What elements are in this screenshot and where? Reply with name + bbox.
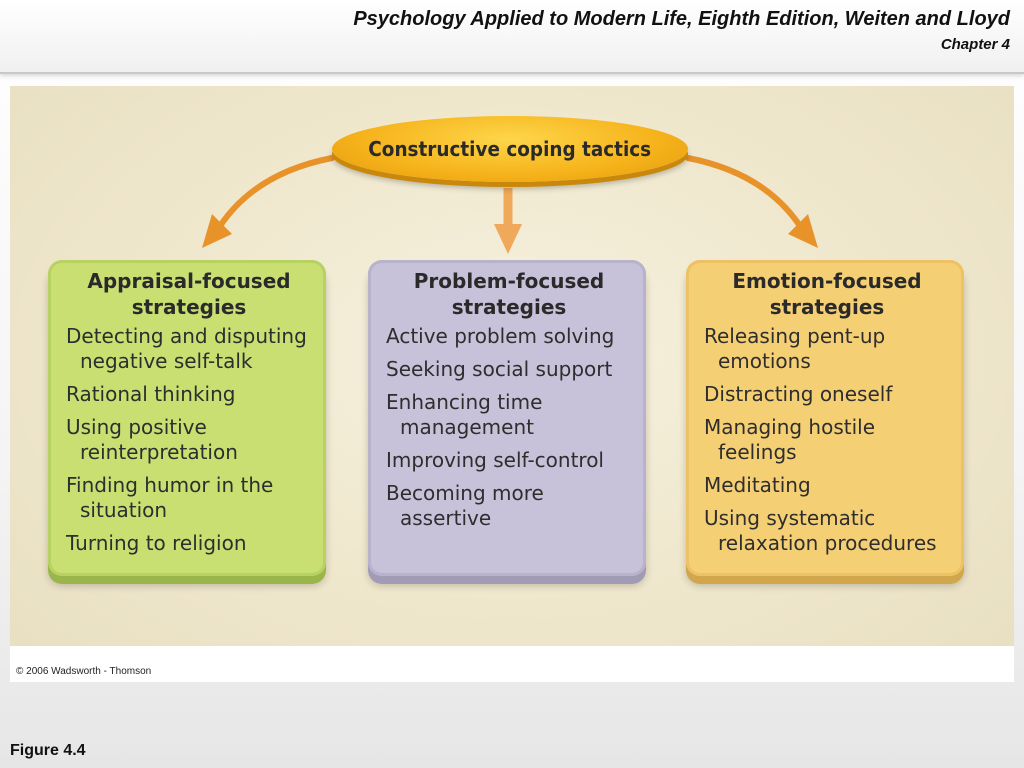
arrow-to-appraisal xyxy=(212,155,335,237)
list-item: Finding humor in the situation xyxy=(66,473,274,522)
list-item: Meditating xyxy=(704,473,811,497)
list-item: Distracting oneself xyxy=(704,382,893,406)
emotion-title: Emotion-focused strategies xyxy=(732,269,922,319)
figure-label: Figure 4.4 xyxy=(10,742,86,759)
copyright-notice: © 2006 Wadsworth - Thomson xyxy=(16,666,152,677)
problem-title: Problem-focused strategies xyxy=(413,269,605,319)
list-item: Using positive reinterpretation xyxy=(66,415,238,464)
list-item: Enhancing time management xyxy=(386,390,543,439)
problem-box: Problem-focused strategies Active proble… xyxy=(368,260,646,576)
arrow-head-right-icon xyxy=(788,214,818,248)
list-item: Active problem solving xyxy=(386,324,615,348)
list-item: Detecting and disputing negative self-ta… xyxy=(66,324,307,373)
slide-header: Psychology Applied to Modern Life, Eight… xyxy=(0,0,1024,74)
figure-footer-band: © 2006 Wadsworth - Thomson xyxy=(10,646,1014,682)
appraisal-box: Appraisal-focused strategies Detecting a… xyxy=(48,260,326,576)
arrow-head-center-icon xyxy=(494,224,522,254)
list-item: Seeking social support xyxy=(386,357,613,381)
emotion-box: Emotion-focused strategies Releasing pen… xyxy=(686,260,964,576)
figure-area: Constructive coping tactics Appraisal-fo… xyxy=(10,86,1014,682)
central-oval: Constructive coping tactics xyxy=(332,116,688,182)
arrow-to-emotion xyxy=(685,155,808,237)
list-item: Rational thinking xyxy=(66,382,236,406)
list-item: Releasing pent-up emotions xyxy=(704,324,886,373)
list-item: Managing hostile feelings xyxy=(704,415,876,464)
list-item: Turning to religion xyxy=(66,531,247,555)
list-item: Improving self-control xyxy=(386,448,604,472)
central-label: Constructive coping tactics xyxy=(368,137,652,161)
list-item: Using systematic relaxation procedures xyxy=(704,506,937,555)
book-title: Psychology Applied to Modern Life, Eight… xyxy=(353,8,1010,30)
list-item: Becoming more assertive xyxy=(386,481,544,530)
appraisal-title: Appraisal-focused strategies xyxy=(87,269,291,319)
connector-arrows xyxy=(202,155,818,254)
arrow-head-left-icon xyxy=(202,214,232,248)
chapter-label: Chapter 4 xyxy=(940,36,1010,53)
